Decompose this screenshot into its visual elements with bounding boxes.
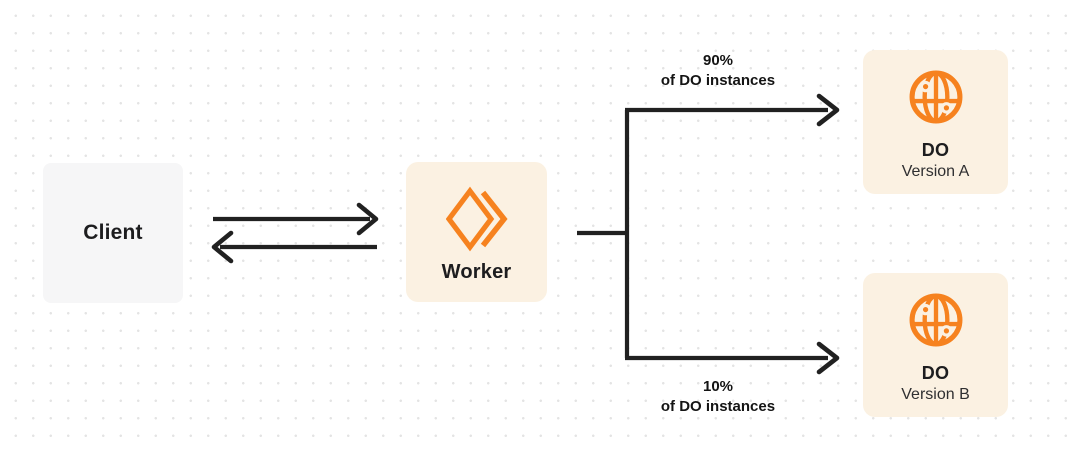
worker-branch-trunk (577, 110, 630, 358)
branch-top-label-percent: 90% (702, 52, 734, 69)
globe-icon (907, 68, 965, 126)
worker-node-label: Worker (441, 261, 512, 283)
do-version-b-node: DO Version B (863, 273, 1008, 417)
do-b-title: DO (921, 362, 950, 383)
do-version-a-node: DO Version A (863, 50, 1008, 194)
branch-bottom-label-percent: 10% (702, 378, 734, 395)
worker-node: Worker (406, 162, 547, 302)
client-to-worker-arrow (213, 202, 379, 236)
globe-icon (907, 291, 965, 349)
branch-bottom-label-text: of DO instances (660, 398, 776, 415)
branch-top-label-text: of DO instances (660, 72, 776, 89)
client-node: Client (43, 163, 183, 303)
branch-bottom-label: 10% of DO instances (627, 377, 809, 417)
worker-to-client-arrow (211, 230, 377, 264)
do-b-subtitle: Version B (901, 385, 970, 403)
branch-arrow-do-a (625, 93, 840, 127)
branch-arrow-do-b (625, 341, 840, 375)
client-node-label: Client (83, 221, 143, 244)
workers-chevron-icon (445, 186, 508, 252)
do-a-subtitle: Version A (901, 162, 970, 180)
do-a-title: DO (921, 139, 950, 160)
branch-top-label: 90% of DO instances (627, 51, 809, 91)
